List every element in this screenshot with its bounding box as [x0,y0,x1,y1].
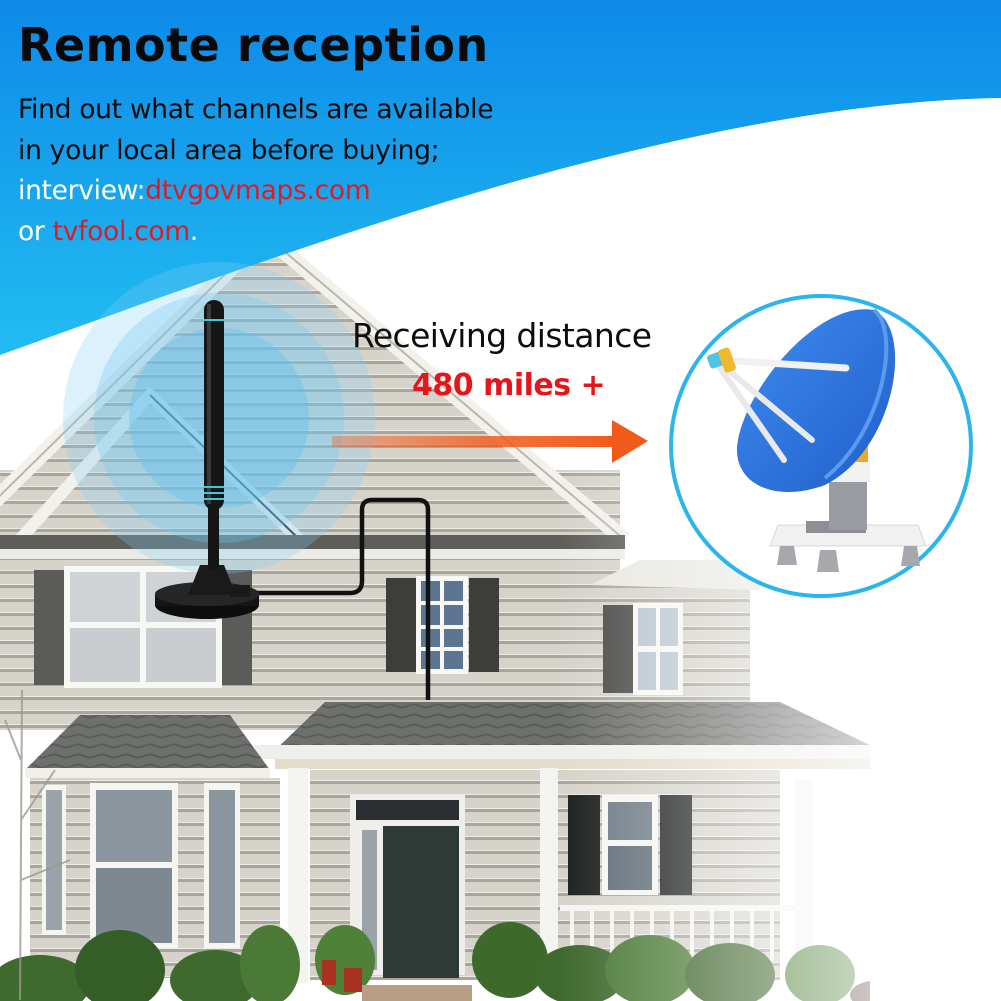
interview-prefix: interview: [18,175,146,206]
antenna-cable [245,497,431,700]
or-prefix: or [18,215,53,247]
description-line-4: or tvfool.com. [18,212,493,253]
period: . [189,215,198,247]
arrow-right-icon [332,420,648,463]
tv-antenna-icon [155,300,259,619]
satellite-dish-icon [669,294,973,598]
receiving-distance-value: 480 miles + [412,368,606,403]
headline: Remote reception [18,18,489,72]
description-line-1: Find out what channels are available [18,94,494,125]
receiving-distance-label: Receiving distance [352,316,652,355]
dtvgovmaps-link[interactable]: dtvgovmaps.com [145,175,371,206]
description-line-3: interview:dtvgovmaps.com [18,171,493,212]
tvfool-link[interactable]: tvfool.com [52,215,191,247]
description-line-2: in your local area before buying; [18,134,440,166]
header-blue-wave [0,0,1001,355]
description: Find out what channels are available in … [18,90,494,253]
